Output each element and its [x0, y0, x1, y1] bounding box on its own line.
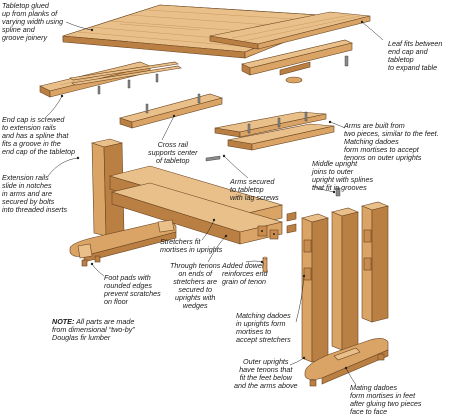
end-cap-right [241, 39, 353, 84]
leader-lines [44, 20, 384, 386]
label-through-tenons: Through tenons on ends of stretchers are… [170, 261, 221, 310]
label-leaf: Leaf fits between end cap and tabletop t… [388, 39, 443, 72]
note-text: All parts are made from dimensional “two… [52, 317, 135, 342]
stretcher [108, 165, 284, 245]
label-middle-upright: Middle upright joins to outer upright wi… [312, 159, 374, 192]
label-added-dowel: Added dowel reinforces end grain of teno… [222, 261, 268, 286]
label-outer-uprights: Outer uprights have tenons that fit the … [234, 357, 298, 390]
extension-rails [69, 61, 182, 95]
note: NOTE: All parts are made from dimensiona… [52, 318, 135, 342]
middle-upright [331, 187, 359, 351]
cross-rail [118, 93, 224, 129]
label-tabletop: Tabletop glued up from planks of varying… [2, 1, 64, 42]
arms [205, 111, 335, 162]
dowel [262, 256, 268, 273]
label-foot-pads: Foot pads with rounded edges prevent scr… [104, 273, 161, 306]
outer-upright-right [361, 201, 389, 323]
wedges [286, 211, 297, 234]
label-arms-built: Arms are built from two pieces, similar … [344, 121, 439, 162]
label-end-cap: End cap is screwed to extension rails an… [2, 115, 76, 156]
note-prefix: NOTE: [52, 317, 75, 326]
label-extension-rails: Extension rails slide in notches in arms… [2, 173, 68, 214]
label-mating-dadoes: Mating dadoes form mortises in feet afte… [350, 383, 422, 416]
label-arms-secured: Arms secured to tabletop with lag screws [230, 177, 279, 202]
left-foot [69, 219, 177, 263]
outer-upright-left [301, 213, 329, 363]
leaf [209, 11, 371, 50]
label-matching-dadoes-uprights: Matching dadoes in uprights form mortise… [236, 311, 291, 344]
right-foot [304, 338, 389, 387]
left-foot-pads [81, 255, 101, 267]
label-cross-rail: Cross rail supports center of tabletop [148, 140, 198, 165]
label-stretchers-fit: Stretchers fit mortises in uprights [160, 237, 223, 254]
